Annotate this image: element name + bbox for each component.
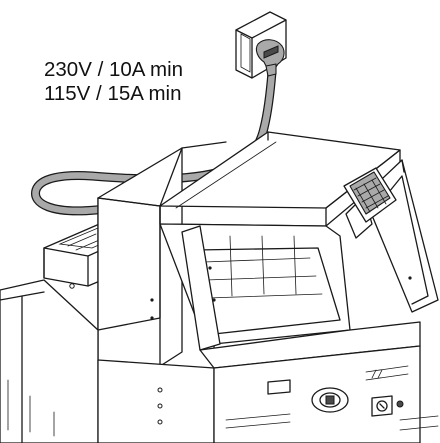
power-spec-230v: 230V / 10A min <box>44 58 184 81</box>
power-spec-115v: 115V / 15A min <box>44 82 182 105</box>
power-plug-icon <box>255 39 285 77</box>
keypad-icon <box>343 167 397 223</box>
handwheel-icon <box>311 387 349 413</box>
front-left-column <box>181 225 221 351</box>
front-panel <box>267 369 383 395</box>
left-side-cover <box>97 141 227 411</box>
power-cable <box>31 67 277 216</box>
key-switch-icon <box>371 395 404 417</box>
